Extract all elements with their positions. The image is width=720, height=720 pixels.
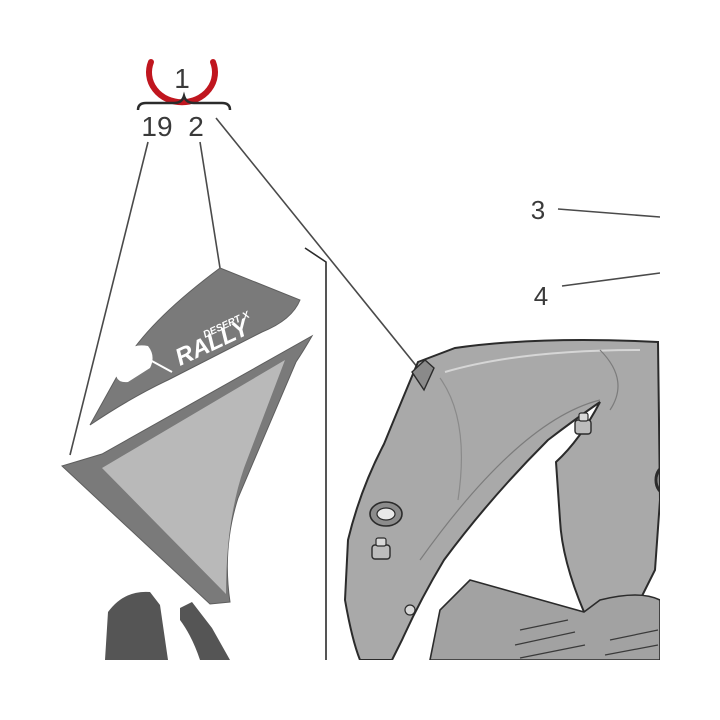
highlight-circle [146, 59, 218, 106]
dark-piece-right [180, 602, 230, 660]
decal-window-shape [115, 345, 153, 383]
fastener-pin-left [371, 537, 391, 560]
callout-19: 19 [141, 111, 172, 142]
fastener-pin-right [574, 412, 592, 435]
group-brace [136, 91, 232, 111]
fairing-edge-tab [411, 359, 435, 392]
decal-upper: DESERT X RALLY [89, 267, 301, 426]
fairing [343, 339, 678, 661]
callout-1: 1 [174, 63, 190, 94]
dark-piece-left [105, 591, 168, 660]
crop-mask-right [660, 0, 720, 720]
decal-lower [61, 334, 314, 605]
fastener-screw [404, 604, 416, 616]
leader-lines [69, 117, 661, 471]
panel-divider [304, 247, 327, 660]
crop-mask-bottom [0, 660, 720, 720]
callout-2: 2 [188, 111, 204, 142]
callout-3: 3 [531, 195, 545, 225]
callout-4: 4 [534, 281, 548, 311]
